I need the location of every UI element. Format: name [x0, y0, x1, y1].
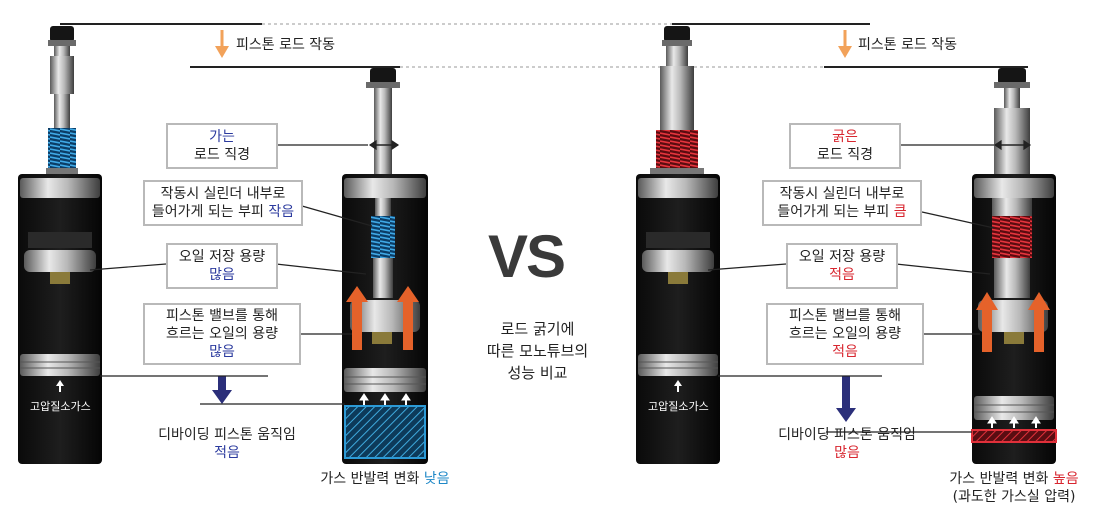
volume-highlight: 큼: [893, 204, 907, 220]
gas-chamber-label: 고압질소가스: [30, 400, 91, 413]
down-arrow-icon: [838, 30, 852, 58]
diving-piston-label: 디바이딩 피스톤 움직임 적음: [142, 426, 312, 462]
oil-storage-text: 오일 저장 용량: [178, 249, 266, 265]
valve-flow-line2: 흐르는 오일의 용량: [166, 326, 278, 342]
valve-flow-line1: 피스톤 밸브를 통해: [789, 308, 901, 324]
shock-thick-extended: [636, 26, 720, 464]
gas-change-highlight: 높음: [1052, 471, 1079, 487]
oil-flow-arrow-icon: [346, 286, 368, 350]
gas-change-text: 가스 반발력 변화: [949, 471, 1053, 487]
diving-piston-label: 디바이딩 피스톤 움직임 많음: [762, 426, 932, 462]
shock-thin-extended: [18, 26, 102, 464]
volume-box: 작동시 실린더 내부로 들어가게 되는 부피 작음: [143, 180, 303, 226]
rod-diameter-text: 로드 직경: [817, 147, 873, 163]
volume-line1: 작동시 실린더 내부로: [160, 186, 286, 202]
valve-flow-box: 피스톤 밸브를 통해 흐르는 오일의 용량 많음: [143, 303, 301, 365]
valve-flow-highlight: 많음: [209, 344, 235, 360]
diving-piston-highlight: 적음: [214, 445, 240, 461]
gas-change-label: 가스 반발력 변화 높음 (과도한 가스실 압력): [928, 470, 1100, 506]
leader-lines: [89, 139, 1032, 433]
gas-pressure-arrows-icon: [987, 416, 1041, 428]
shock-thin-compressed: [342, 68, 428, 464]
oil-flow-arrow-icon: [397, 286, 419, 350]
volume-highlight: 작음: [268, 204, 295, 220]
oil-storage-box: 오일 저장 용량 적음: [786, 243, 898, 289]
rod-diameter-box: 굵은 로드 직경: [789, 123, 901, 169]
oil-flow-arrow-icon: [976, 292, 998, 352]
piston-rod-motion-label: 피스톤 로드 작동: [858, 37, 958, 53]
vs-title: VS: [488, 223, 566, 290]
rod-diameter-highlight: 굵은: [832, 129, 858, 145]
gas-change-label: 가스 반발력 변화 낮음: [300, 470, 470, 488]
gas-change-text: 가스 반발력 변화: [320, 471, 424, 487]
oil-storage-text: 오일 저장 용량: [798, 249, 886, 265]
diving-piston-arrow-icon: [836, 376, 856, 422]
diving-piston-highlight: 많음: [834, 445, 860, 461]
center-caption-line: 따른 모노튜브의: [486, 342, 589, 360]
valve-flow-highlight: 적음: [832, 344, 858, 360]
rod-diameter-text: 로드 직경: [194, 147, 250, 163]
piston-rod-motion-label: 피스톤 로드 작동: [236, 37, 336, 53]
shock-thick-compressed: [971, 68, 1057, 464]
volume-line2: 들어가게 되는 부피: [151, 204, 269, 220]
valve-flow-line1: 피스톤 밸브를 통해: [166, 308, 278, 324]
oil-flow-arrow-icon: [1028, 292, 1050, 352]
rod-diameter-box: 가는 로드 직경: [166, 123, 278, 169]
gas-change-highlight: 낮음: [423, 471, 450, 487]
down-arrow-icon: [215, 30, 229, 58]
diving-piston-arrow-icon: [212, 376, 232, 404]
gas-pressure-arrows-icon: [359, 393, 411, 405]
oil-storage-highlight: 많음: [209, 267, 235, 283]
valve-flow-box: 피스톤 밸브를 통해 흐르는 오일의 용량 적음: [766, 303, 924, 365]
volume-line2: 들어가게 되는 부피: [777, 204, 894, 220]
center-caption: 로드 굵기에 따른 모노튜브의 성능 비교: [465, 318, 610, 384]
center-caption-line: 로드 굵기에: [500, 320, 575, 338]
gas-chamber-label: 고압질소가스: [648, 400, 709, 413]
valve-flow-line2: 흐르는 오일의 용량: [789, 326, 901, 342]
volume-box: 작동시 실린더 내부로 들어가게 되는 부피 큼: [762, 180, 922, 226]
center-caption-line: 성능 비교: [507, 364, 568, 382]
diving-piston-text: 디바이딩 피스톤 움직임: [778, 427, 916, 443]
oil-storage-highlight: 적음: [829, 267, 855, 283]
diving-piston-text: 디바이딩 피스톤 움직임: [158, 427, 296, 443]
gas-change-note: (과도한 가스실 압력): [952, 489, 1076, 505]
rod-diameter-highlight: 가는: [209, 129, 235, 145]
oil-storage-box: 오일 저장 용량 많음: [166, 243, 278, 289]
volume-line1: 작동시 실린더 내부로: [779, 186, 905, 202]
